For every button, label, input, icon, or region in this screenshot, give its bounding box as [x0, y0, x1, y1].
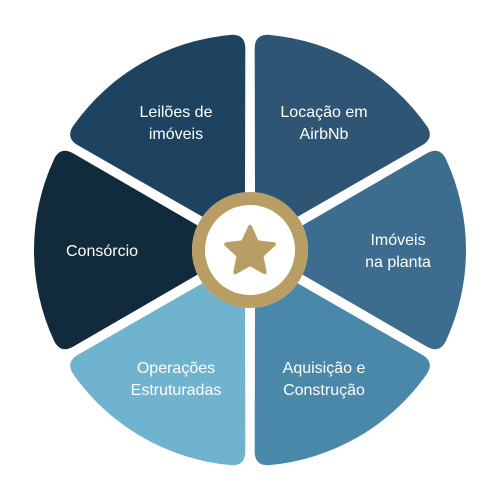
- segment-label-line: Estruturadas: [131, 382, 222, 399]
- segment-label: Locação em AirbNb: [280, 104, 367, 143]
- segment-1: Locação em AirbNb: [254, 34, 430, 217]
- segment-label-line: Operações: [137, 360, 215, 377]
- segment-shape: [33, 150, 198, 350]
- segment-label: Imóveis na planta: [365, 232, 431, 271]
- segment-label: Leilões de imóveis: [140, 104, 213, 143]
- segment-label-line: Construção: [283, 382, 365, 399]
- star-icon: [224, 225, 276, 275]
- segment-3: Aquisição e Construção: [254, 283, 430, 466]
- segment-shape: [70, 34, 246, 217]
- segment-shape: [254, 283, 430, 466]
- segment-label-line: Leilões de: [140, 104, 213, 121]
- segment-label-line: Aquisição e: [283, 360, 366, 377]
- segment-shape: [70, 283, 246, 466]
- center-hub: [192, 192, 308, 308]
- segment-label-line: Locação em: [280, 104, 367, 121]
- segment-label-line: AirbNb: [300, 126, 349, 143]
- segment-5: Consórcio: [33, 150, 198, 350]
- segment-shape: [254, 34, 430, 217]
- segment-label: Consórcio: [66, 243, 138, 260]
- segment-6: Leilões de imóveis: [70, 34, 246, 217]
- segment-label-line: Imóveis: [370, 232, 425, 249]
- segment-shape: [302, 150, 467, 350]
- segment-label-line: Consórcio: [66, 243, 138, 260]
- segment-label: Aquisição e Construção: [283, 360, 366, 399]
- segment-2: Imóveis na planta: [302, 150, 467, 350]
- segment-label-line: na planta: [365, 254, 431, 271]
- segment-label-line: imóveis: [149, 126, 203, 143]
